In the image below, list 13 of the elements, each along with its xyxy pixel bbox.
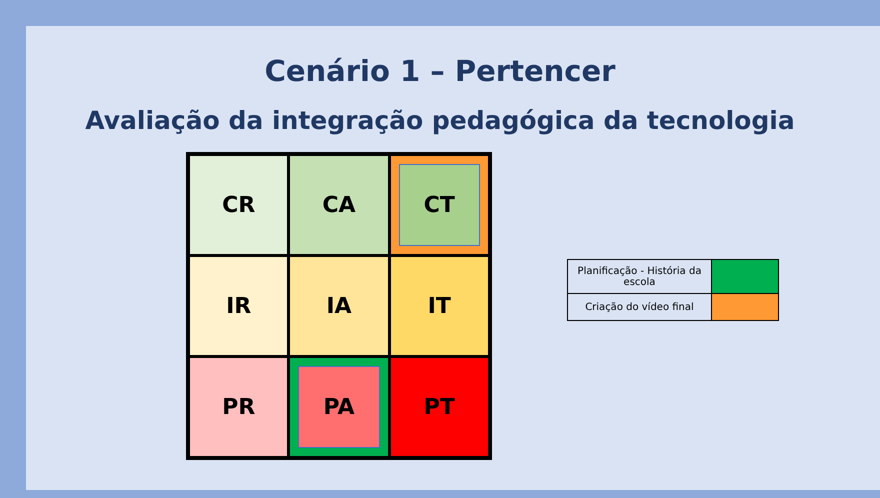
grid-cell: IA bbox=[290, 257, 388, 355]
grid-cell: CT bbox=[390, 156, 488, 254]
grid-cell: CA bbox=[290, 156, 388, 254]
grid-cell: CR bbox=[190, 156, 288, 254]
grid-cell: PT bbox=[390, 358, 488, 456]
subtitle: Avaliação da integração pedagógica da tecnologia bbox=[84, 106, 796, 135]
grid-cell: IR bbox=[190, 257, 288, 355]
title: Cenário 1 – Pertencer bbox=[264, 54, 616, 88]
grid-cell: PR bbox=[190, 358, 288, 456]
grid-cell: IT bbox=[390, 257, 488, 355]
legend-label: Planificação - História da escola bbox=[568, 260, 712, 294]
grid-cell: PA bbox=[290, 358, 388, 456]
legend-label: Criação do vídeo final bbox=[568, 294, 712, 320]
